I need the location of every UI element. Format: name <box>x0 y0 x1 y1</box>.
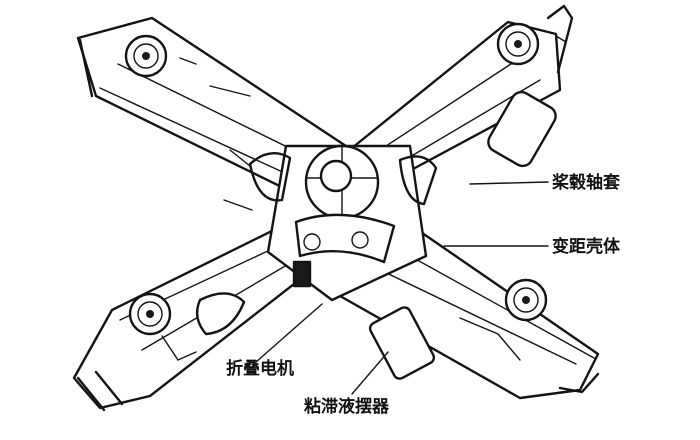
blade-arm-lower-left <box>72 224 332 412</box>
label-viscous-damper: 粘滞液摆器 <box>304 396 390 417</box>
leader-blade-hub-sleeve <box>469 181 549 185</box>
rotor-hub <box>223 144 438 302</box>
label-pitch-housing: 变距壳体 <box>552 236 621 257</box>
bolt-upper-right-icon <box>496 22 540 66</box>
bolt-lower-left-icon <box>128 292 172 336</box>
leader-folding-motor <box>255 303 323 363</box>
bolt-upper-left-icon <box>124 34 168 78</box>
label-blade-hub-sleeve: 桨毂轴套 <box>552 172 621 193</box>
leader-viscous-damper <box>351 351 389 395</box>
leader-lines <box>255 181 549 395</box>
bolt-lower-right-icon <box>504 278 548 322</box>
label-folding-motor: 折叠电机 <box>226 358 294 379</box>
